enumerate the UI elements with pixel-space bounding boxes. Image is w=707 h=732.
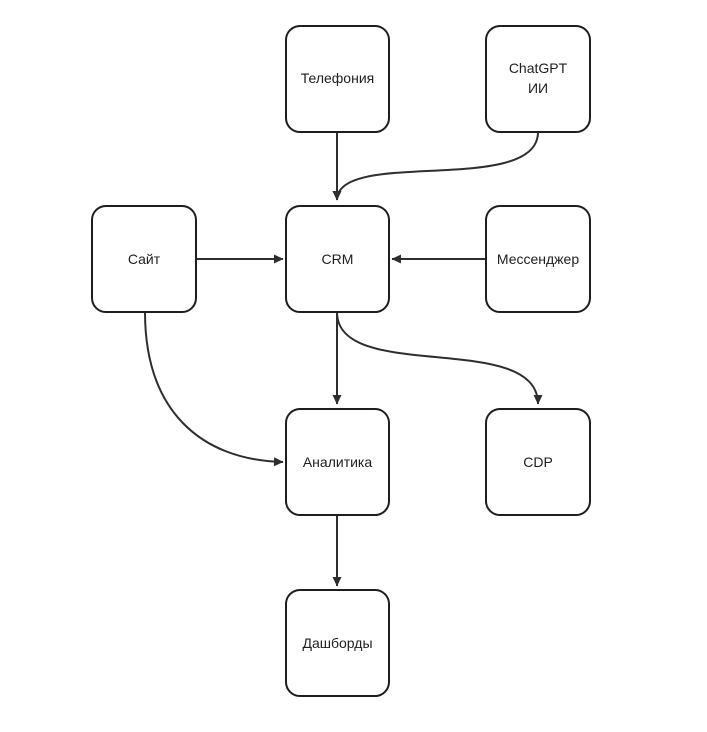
node-dashboards[interactable]: Дашборды [285,589,390,697]
edge-site-to-analytics [144,311,284,467]
node-crm-box [285,205,390,313]
node-cdp[interactable]: CDP [485,408,591,516]
node-chatgpt-box [485,25,591,133]
node-telephony-label: Телефония [301,70,374,86]
edges [144,131,543,587]
node-site[interactable]: Сайт [91,205,197,313]
node-crm-label: CRM [322,251,354,267]
node-site-box [91,205,197,313]
node-crm[interactable]: CRM [285,205,390,313]
node-messenger-label: Мессенджер [497,251,579,267]
node-cdp-label: CDP [523,454,553,470]
node-dashboards-box [285,589,390,697]
node-analytics[interactable]: Аналитика [285,408,390,516]
node-site-label: Сайт [128,251,161,267]
edge-chatgpt-to-crm [332,131,539,201]
node-cdp-box [485,408,591,516]
node-analytics-box [285,408,390,516]
node-telephony-box [285,25,390,133]
node-chatgpt-label-line1: ChatGPT [509,60,568,76]
node-chatgpt[interactable]: ChatGPT ИИ [485,25,591,133]
node-analytics-label: Аналитика [303,454,373,470]
node-messenger-box [485,205,591,313]
node-dashboards-label: Дашборды [303,635,373,651]
node-telephony[interactable]: Телефония [285,25,390,133]
node-chatgpt-label-line2: ИИ [528,80,548,96]
edge-crm-to-cdp [336,311,543,405]
node-messenger[interactable]: Мессенджер [485,205,591,313]
